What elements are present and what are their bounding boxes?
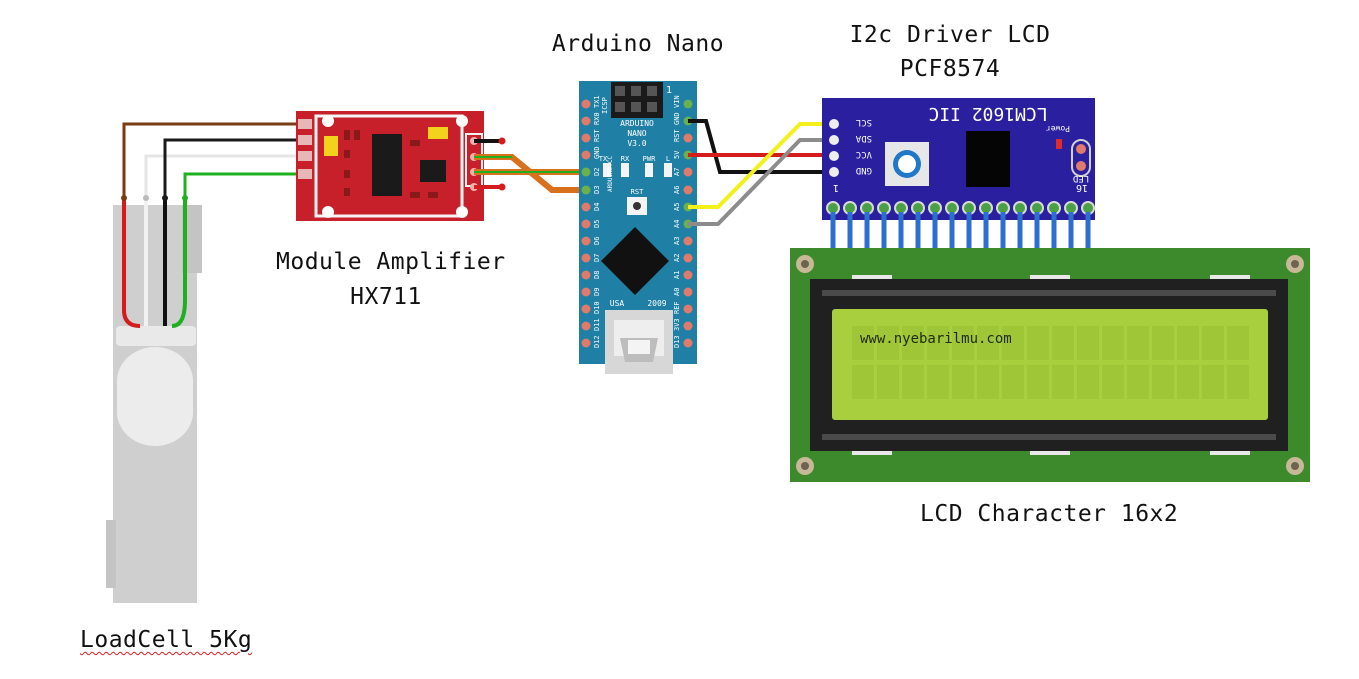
sda-wire [688, 138, 832, 226]
caption-arduino-nano: Arduino Nano [551, 31, 725, 57]
nano-left-pin-holes [581, 99, 591, 348]
caption-i2c-line1: I2c Driver LCD [849, 22, 1051, 48]
nano-icsp-label: ICSP [601, 97, 609, 114]
nano-pin-label: D13 [673, 335, 681, 348]
nano-to-i2c-wires [688, 119, 832, 226]
i2c-led-label: LED [1073, 173, 1089, 183]
nano-pin-label: 5V [673, 150, 681, 159]
nano-pin-label: A7 [673, 168, 681, 176]
nano-pin-label: D11 [593, 318, 601, 331]
nano-year-label: 2009 [647, 299, 666, 308]
i2c-power-label: Power [1046, 124, 1070, 133]
nano-led-pwr: PWR [643, 155, 656, 163]
caption-amplifier-line2: HX711 [350, 284, 422, 310]
hx711-module [296, 111, 484, 221]
i2c-pin-vcc: VCC [856, 149, 872, 159]
nano-pin-label: TX1 [593, 95, 601, 108]
nano-pin-label: RST [673, 129, 681, 142]
nano-pin-label: A5 [673, 203, 681, 211]
lcd-module: www.nyebarilmu.com [790, 248, 1310, 482]
gnd-wire [688, 119, 832, 174]
green-wire [183, 172, 300, 198]
nano-label-line3: V3.0 [627, 139, 646, 148]
white-wire [144, 154, 300, 198]
nano-pin-label: D3 [593, 186, 601, 194]
caption-loadcell-text: LoadCell 5Kg [80, 627, 253, 653]
i2c-pin-last: 16 [1076, 182, 1088, 193]
i2c-labels: LCM1602 IIC Power LED SCL SDA VCC GND 1 … [833, 103, 1089, 193]
loadcell-green-wire [171, 198, 187, 328]
nano-led-rx: RX [621, 155, 630, 163]
nano-pin-label: RX0 [593, 112, 601, 125]
pcf8574-chip [966, 131, 1010, 187]
nano-pin-label: D12 [593, 335, 601, 348]
lcd-line-1: www.nyebarilmu.com [860, 331, 1012, 347]
i2c-pin-scl: SCL [856, 117, 872, 127]
nano-brand-label: ARDUINO.CC [607, 155, 614, 192]
nano-usa-label: USA [610, 299, 625, 308]
nano-pin-label: REF [673, 301, 681, 314]
arduino-nano [579, 81, 697, 374]
nano-pin-label: D10 [593, 301, 601, 314]
hx711-output-wires [474, 137, 506, 191]
nano-pin-label: A6 [673, 186, 681, 194]
i2c-pin-sda: SDA [855, 133, 872, 143]
nano-pin-label: D5 [593, 220, 601, 228]
hx711-chip [372, 134, 402, 196]
nano-labels: ARDUINO NANO V3.0 TX RX PWR L RST USA 20… [593, 85, 681, 348]
nano-pin-label: GND [673, 112, 681, 125]
nano-pin-label: GND [593, 146, 601, 159]
nano-right-pin-holes [683, 99, 693, 348]
i2c-board-title: LCM1602 IIC [928, 103, 1047, 124]
nano-pin-label: VIN [673, 95, 681, 108]
nano-pin-label: D6 [593, 237, 601, 245]
nano-pin-label: A0 [673, 288, 681, 296]
brown-wire [122, 122, 300, 198]
caption-lcd: LCD Character 16x2 [920, 501, 1179, 527]
lcd-screen [832, 309, 1268, 420]
hx711-to-nano-wires [474, 154, 586, 193]
nano-pin-label: D9 [593, 288, 601, 296]
nano-reset-label: RST [631, 188, 644, 196]
nano-pin-label: RST [593, 129, 601, 142]
load-cell [106, 198, 202, 603]
nano-label-line1: ARDUINO [620, 119, 654, 128]
nano-pin-label: D8 [593, 271, 601, 279]
i2c-driver-board [822, 98, 1095, 220]
scl-wire [688, 122, 832, 209]
nano-pin-label: 3V3 [673, 318, 681, 331]
nano-pin-label: D2 [593, 168, 601, 176]
nano-pin-label: D4 [593, 203, 601, 211]
nano-pin1-marker: 1 [666, 85, 672, 96]
loadcell-red-wire [122, 198, 141, 328]
caption-loadcell: LoadCell 5Kg [80, 627, 252, 653]
nano-pin-label: A1 [673, 271, 681, 279]
nano-pin-label: A4 [673, 220, 681, 228]
nano-led-l: L [666, 155, 670, 163]
nano-label-line2: NANO [627, 129, 646, 138]
caption-i2c-line2: PCF8574 [899, 56, 1001, 82]
nano-pin-label: D7 [593, 254, 601, 262]
i2c-pin-first: 1 [833, 182, 839, 193]
nano-led-tx: TX [599, 155, 608, 163]
nano-pin-label: A2 [673, 254, 681, 262]
i2c-pin-gnd: GND [856, 165, 872, 175]
nano-pin-label: A3 [673, 237, 681, 245]
lcd-character-grid [852, 326, 1249, 399]
loadcell-to-hx711-wires [121, 122, 300, 201]
caption-amplifier-line1: Module Amplifier [276, 249, 506, 275]
black-wire [163, 138, 300, 198]
